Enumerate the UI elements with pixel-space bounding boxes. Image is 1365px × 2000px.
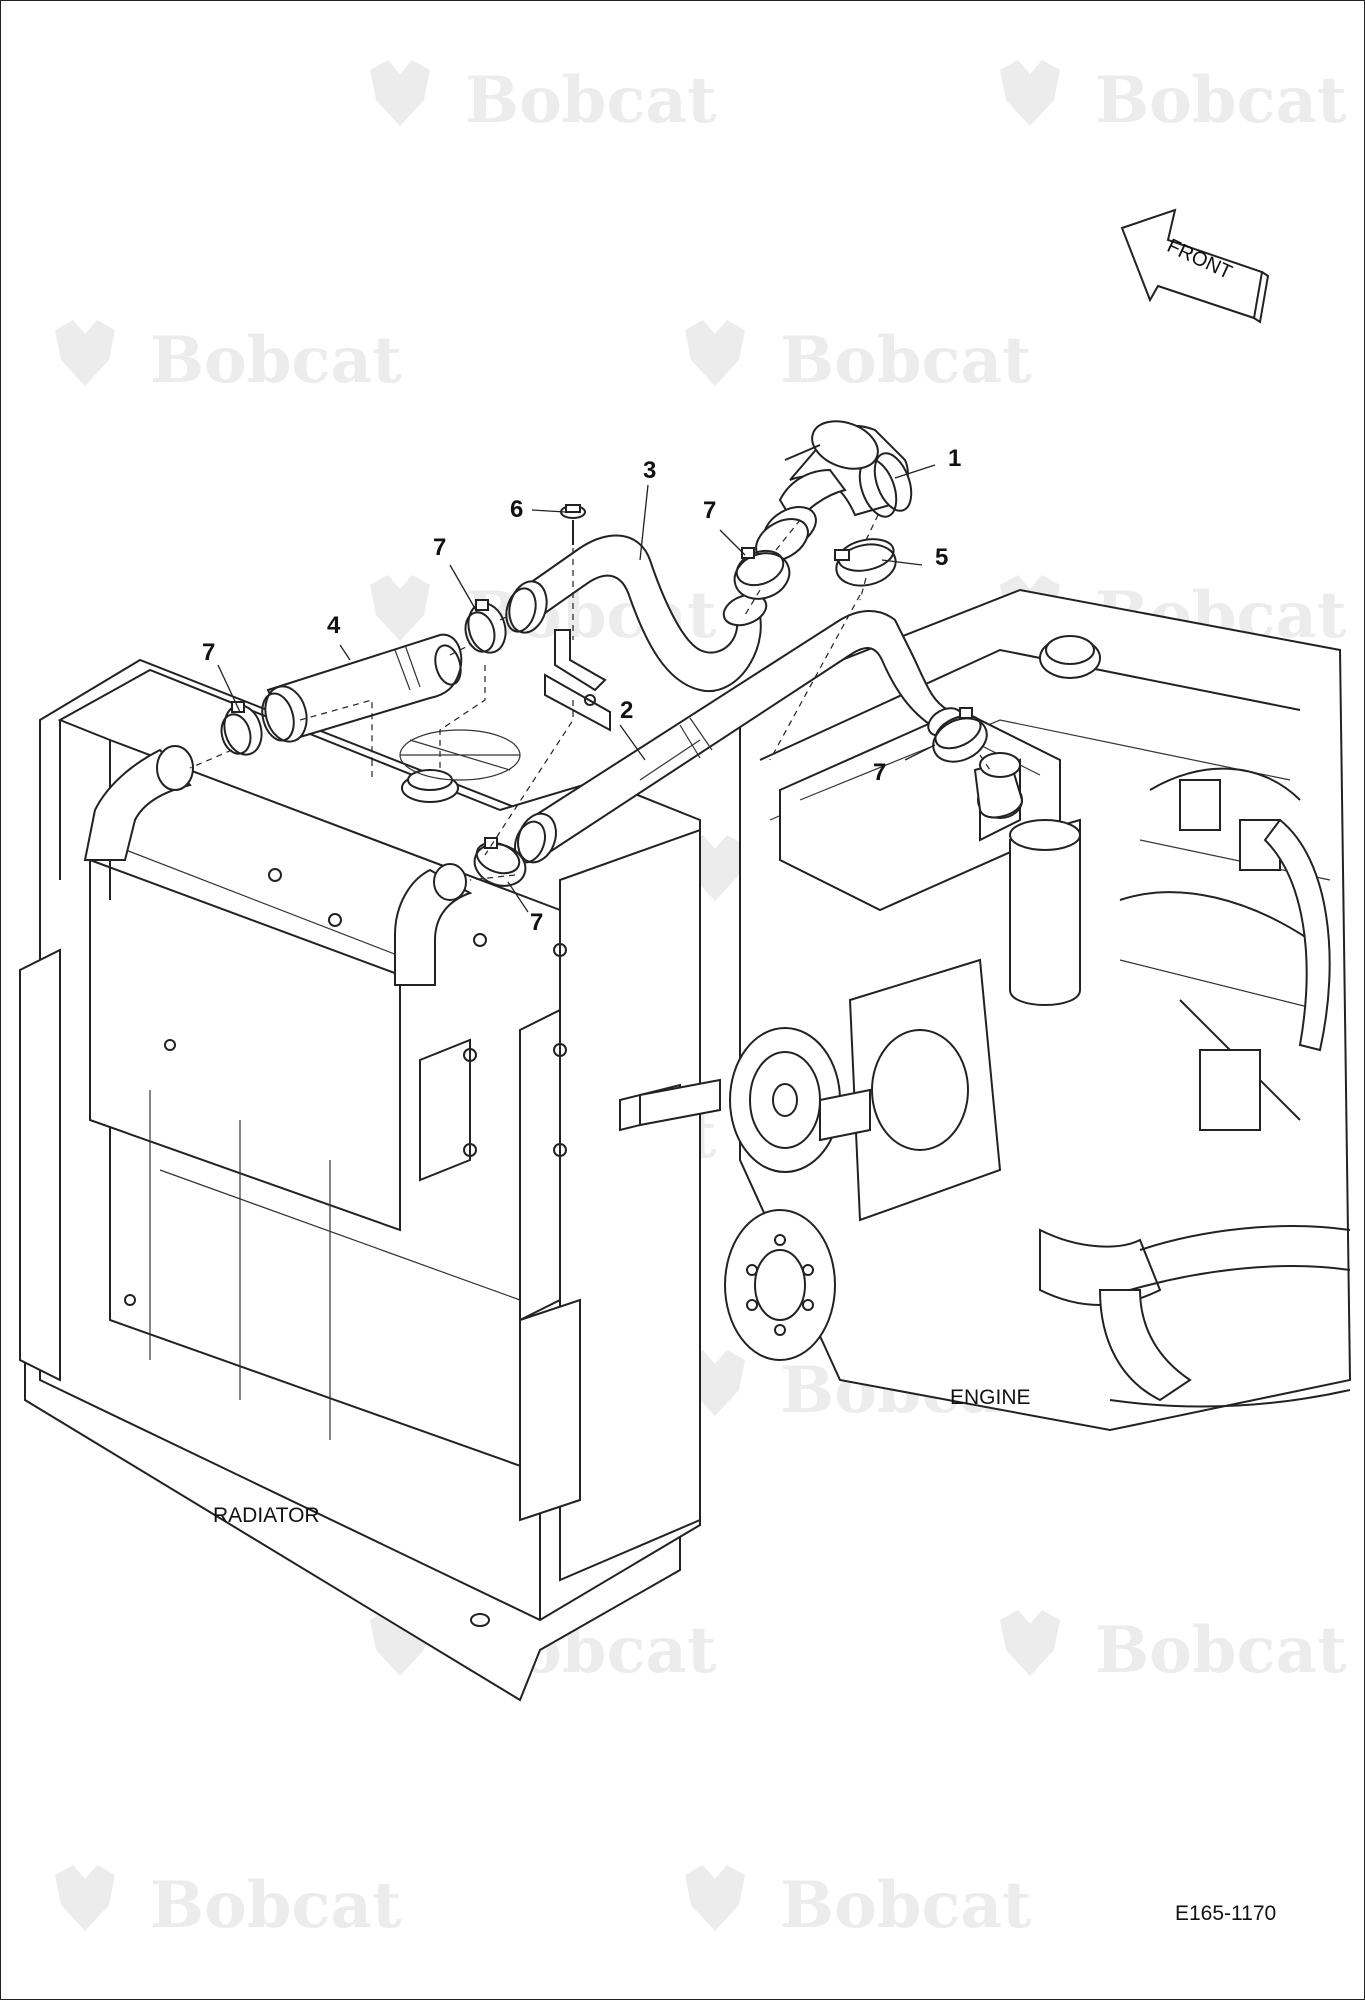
part-7-hose-clamp [464, 599, 507, 654]
callout-7: 7 [433, 534, 446, 561]
callout-7: 7 [530, 909, 543, 936]
callout-5: 5 [935, 544, 948, 571]
radiator-assembly [19, 658, 701, 1702]
part-7-hose-clamp [932, 707, 988, 763]
callout-7: 7 [703, 497, 716, 524]
drawing-code: E165-1170 [1175, 1902, 1276, 1925]
leader-lines [217, 464, 936, 913]
bobcat-head-logo-icon [1000, 1610, 1060, 1676]
part-7-hose-clamp [733, 547, 791, 600]
bobcat-head-logo-icon [685, 320, 745, 386]
bobcat-head-logo-icon [370, 575, 430, 641]
part-4-straight-hose [261, 633, 463, 743]
radiator-outlet-hoses [83, 745, 473, 986]
watermark: Bobcat [685, 1865, 1032, 1943]
watermark-text: Bobcat [465, 63, 717, 138]
watermark-text: Bobcat [150, 1868, 402, 1943]
part-2-long-hose [514, 610, 963, 864]
bobcat-head-logo-icon [55, 1865, 115, 1931]
callout-3: 3 [643, 457, 656, 484]
fan-hub [724, 1209, 836, 1361]
part-3-s-bend-hose [505, 534, 768, 693]
bobcat-head-logo-icon [370, 60, 430, 126]
front-arrow-icon: FRONT [1120, 208, 1270, 324]
callout-4: 4 [327, 612, 341, 639]
engine-block [639, 588, 1352, 1432]
part-6-bolt [560, 504, 586, 545]
watermark-text: Bobcat [780, 323, 1032, 398]
mounting-bracket [544, 629, 611, 732]
assembly-guide-lines [189, 514, 991, 881]
callout-2: 2 [620, 697, 633, 724]
watermark: Bobcat [685, 320, 1032, 398]
bobcat-head-logo-icon [1000, 60, 1060, 126]
watermark: Bobcat [1000, 60, 1347, 138]
radiator-label: RADIATOR [213, 1504, 320, 1527]
watermark-text: Bobcat [1095, 63, 1347, 138]
engine-label: ENGINE [950, 1386, 1031, 1409]
callout-7: 7 [873, 759, 886, 786]
watermark-text: Bobcat [150, 323, 402, 398]
callout-6: 6 [510, 496, 523, 523]
watermark-text: Bobcat [1095, 1613, 1347, 1688]
callout-labels: 1 2 3 4 5 6 7 7 7 7 7 [202, 445, 961, 936]
engine-outlet-stub [973, 752, 1024, 819]
radiator-core [89, 858, 401, 1232]
bobcat-head-logo-icon [685, 1865, 745, 1931]
callout-1: 1 [948, 445, 961, 472]
part-1-elbow-hose [755, 420, 913, 562]
part-5-hose-clamp [834, 538, 897, 587]
bobcat-head-logo-icon [55, 320, 115, 386]
watermark: Bobcat [1000, 1610, 1347, 1688]
watermark: Bobcat [55, 320, 402, 398]
watermark: Bobcat [370, 60, 717, 138]
watermark: Bobcat [55, 1865, 402, 1943]
fuel-filter [1009, 818, 1081, 1006]
callout-7: 7 [202, 639, 215, 666]
watermark-text: Bobcat [780, 1868, 1032, 1943]
